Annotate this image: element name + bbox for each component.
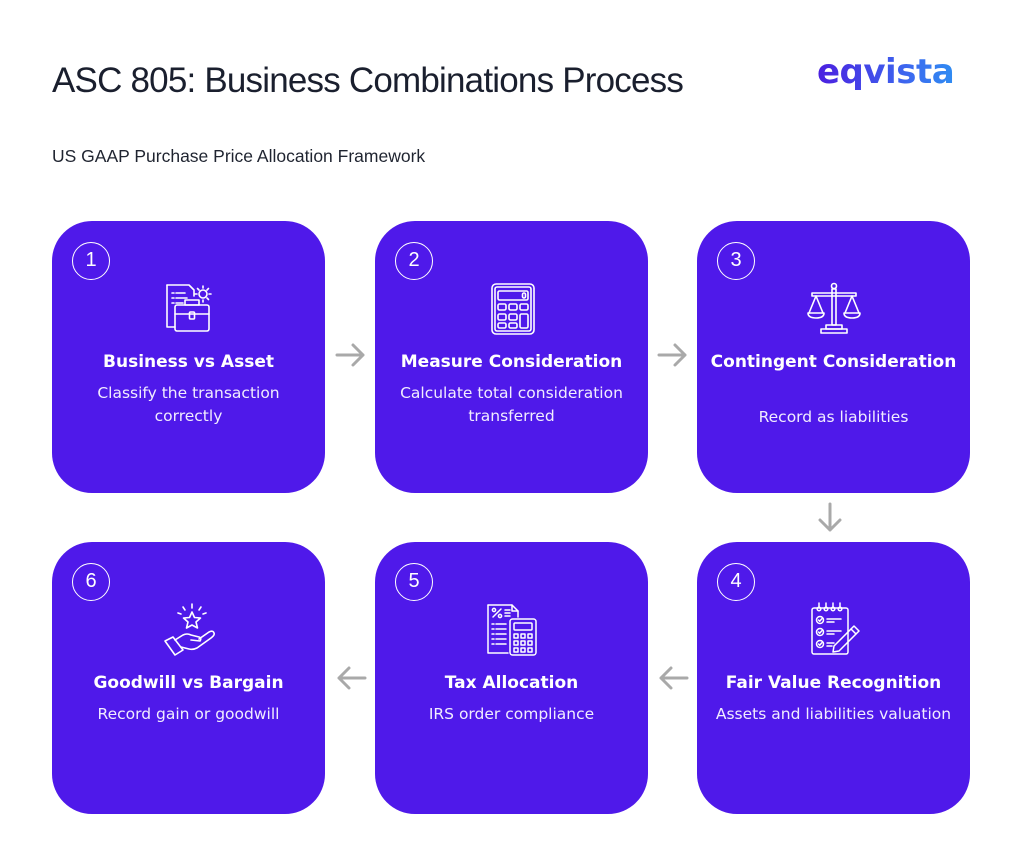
arrow-right-icon — [657, 343, 687, 367]
step-title: Tax Allocation — [444, 673, 579, 693]
arrow-down-icon — [818, 502, 842, 532]
step-number-badge: 4 — [717, 563, 755, 601]
step-title: Fair Value Recognition — [725, 673, 942, 693]
step-description: Assets and liabilities valuation — [715, 705, 952, 723]
step-number-badge: 5 — [395, 563, 433, 601]
page-subtitle: US GAAP Purchase Price Allocation Framew… — [52, 146, 426, 166]
step-description: IRS order compliance — [428, 705, 595, 723]
step-description: Classify the transaction correctly — [97, 384, 280, 425]
document-briefcase-gear-icon — [165, 284, 212, 332]
checklist-notepad-pencil-icon — [810, 602, 860, 655]
step-card-6: 6 Goodwill vs Bargain Record gain or goo… — [52, 542, 325, 814]
step-description: Record gain or goodwill — [97, 705, 280, 723]
step-description: Record as liabilities — [758, 408, 909, 426]
step-number-badge: 1 — [72, 242, 110, 280]
calculator-icon — [490, 283, 535, 335]
arrow-left-icon — [659, 666, 689, 690]
step-description: Calculate total consideration transferre… — [400, 384, 623, 425]
step-card-2: 2 Measure Consideration Calculate total … — [375, 221, 648, 493]
step-card-4: 4 Fair Value Recognition Assets and liab… — [697, 542, 970, 814]
step-number-badge: 6 — [72, 563, 110, 601]
step-number-badge: 3 — [717, 242, 755, 280]
arrow-left-icon — [337, 666, 367, 690]
step-title: Business vs Asset — [103, 352, 274, 372]
page-title: ASC 805: Business Combinations Process — [52, 61, 684, 100]
step-title: Goodwill vs Bargain — [93, 673, 284, 693]
balance-scale-icon — [806, 282, 861, 334]
eqvista-logo: eqvista — [817, 52, 955, 92]
step-number-badge: 2 — [395, 242, 433, 280]
step-title: Measure Consideration — [400, 352, 623, 372]
step-card-1: 1 Business vs Asset Classify the transac… — [52, 221, 325, 493]
step-card-3: 3 Contingent Consideration Record as lia… — [697, 221, 970, 493]
step-title: Contingent Consideration — [710, 352, 957, 372]
hand-star-icon — [163, 603, 215, 656]
arrow-right-icon — [335, 343, 365, 367]
tax-document-calculator-icon — [486, 604, 537, 656]
step-card-5: 5 Tax Allocation IRS order compliance — [375, 542, 648, 814]
